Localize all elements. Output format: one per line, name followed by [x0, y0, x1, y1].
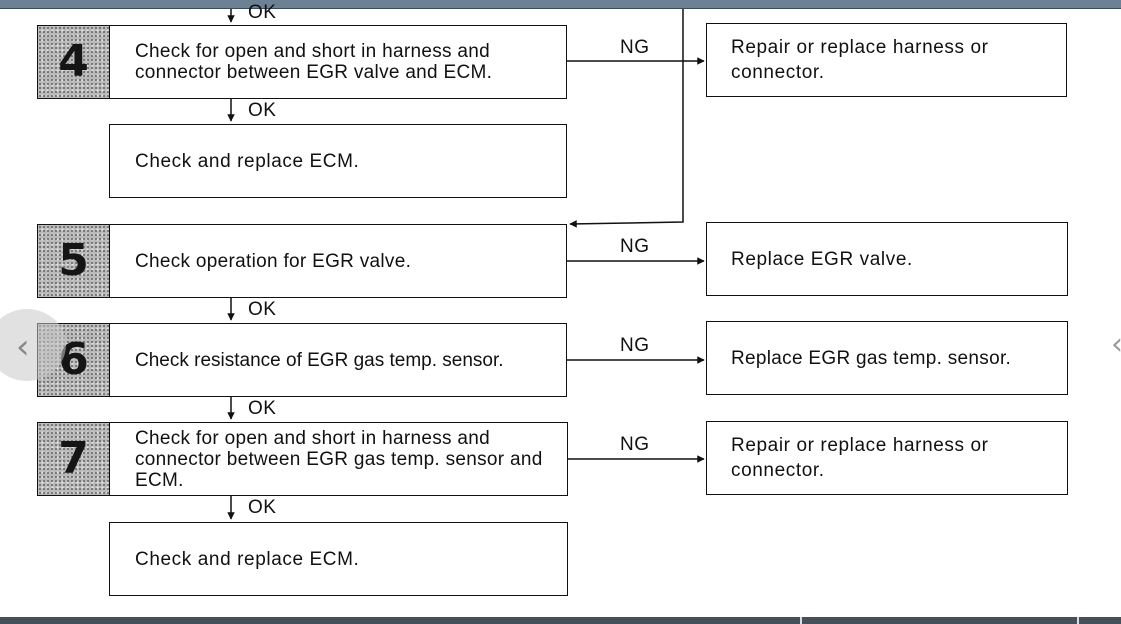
step-check-box: Check for open and short in harness and …	[109, 422, 568, 496]
step-number: 5	[58, 235, 89, 286]
ng-result-box: Repair or replace harness or connector.	[706, 421, 1068, 495]
step-check-box: Check for open and short in harness and …	[109, 25, 567, 99]
step-check-box: Check resistance of EGR gas temp. sensor…	[109, 323, 567, 397]
chevron-left-icon: ‹	[16, 327, 30, 367]
ng-result-box: Repair or replace harness or connector.	[706, 23, 1067, 97]
step-number-badge: 4	[37, 25, 110, 99]
ok-label: OK	[248, 2, 277, 23]
step-number-badge: 7	[37, 422, 110, 496]
ng-result-text: Repair or replace harness or connector.	[731, 435, 989, 481]
ecm-check-text: Check and replace ECM.	[135, 548, 360, 570]
ng-result-box: Replace EGR gas temp. sensor.	[706, 321, 1068, 395]
ng-label: NG	[620, 434, 650, 455]
step-number: 7	[58, 433, 89, 484]
ng-result-text: Replace EGR gas temp. sensor.	[731, 347, 1012, 369]
ng-label: NG	[620, 236, 650, 257]
step-number-badge: 5	[37, 224, 110, 298]
ng-result-box: Replace EGR valve.	[706, 222, 1068, 296]
viewer-top-bar	[0, 0, 1121, 9]
step-check-text: Check operation for EGR valve.	[135, 250, 412, 272]
ng-label: NG	[620, 37, 650, 58]
ng-result-text: Replace EGR valve.	[731, 248, 913, 270]
step-check-text: Check resistance of EGR gas temp. sensor…	[135, 349, 504, 371]
ecm-check-box: Check and replace ECM.	[109, 124, 567, 198]
ok-label: OK	[248, 398, 277, 419]
step-check-text: Check for open and short in harness and …	[135, 41, 493, 83]
ng-label: NG	[620, 335, 650, 356]
ecm-check-text: Check and replace ECM.	[135, 150, 360, 172]
ok-label: OK	[248, 497, 277, 518]
step-number: 4	[58, 36, 89, 87]
previous-page-button[interactable]: ‹	[0, 309, 66, 381]
ecm-check-box: Check and replace ECM.	[109, 522, 568, 596]
step-check-text: Check for open and short in harness and …	[135, 427, 543, 491]
viewer-bottom-bar	[0, 617, 1121, 624]
ng-result-text: Repair or replace harness or connector.	[731, 37, 989, 83]
ok-label: OK	[248, 100, 277, 121]
step-check-box: Check operation for EGR valve.	[109, 224, 567, 298]
chevron-right-icon[interactable]: ‹	[1111, 327, 1121, 362]
ok-label: OK	[248, 299, 277, 320]
